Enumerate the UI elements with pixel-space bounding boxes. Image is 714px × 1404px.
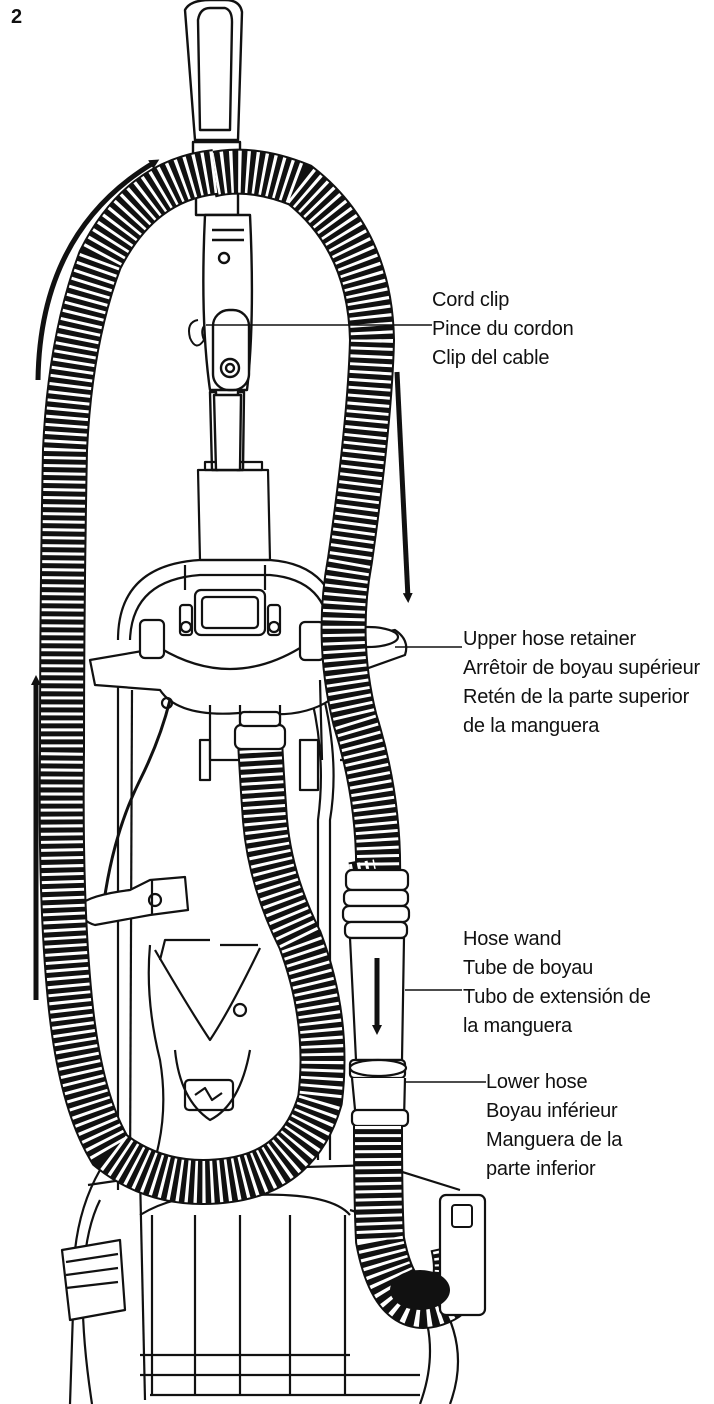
upper-hose-retainer-label: Upper hose retainer Arrêtoir de boyau su… — [463, 625, 700, 741]
lower-hose-label: Lower hose Boyau inférieur Manguera de l… — [486, 1068, 622, 1184]
upper-hose-retainer-en: Upper hose retainer — [463, 628, 636, 650]
lower-hose-en: Lower hose — [486, 1071, 588, 1093]
lower-hose-es-1: Manguera de la — [486, 1129, 623, 1151]
upper-hose-retainer-es-2: de la manguera — [463, 715, 600, 737]
hose — [38, 148, 402, 1205]
lower-hose-es-2: parte inferior — [486, 1158, 596, 1180]
motion-arrows — [31, 159, 413, 1035]
leader-lines — [206, 324, 486, 1083]
cord-clip-en: Cord clip — [432, 289, 510, 311]
hose-wand-es-1: Tubo de extensión de — [463, 986, 651, 1008]
hose-wand-en: Hose wand — [463, 928, 562, 950]
upper-hose-retainer-es-1: Retén de la parte superior — [463, 686, 690, 708]
cord-clip-fr: Pince du cordon — [432, 318, 574, 340]
arrow-down-right — [394, 371, 413, 603]
step-number: 2 — [11, 6, 23, 28]
cord-clip-es: Clip del cable — [432, 347, 550, 369]
hose-wand-label: Hose wand Tube de boyau Tubo de extensió… — [463, 925, 651, 1041]
hose-wand-fr: Tube de boyau — [463, 957, 594, 979]
lower-hose-fr: Boyau inférieur — [486, 1100, 618, 1122]
upper-hose-retainer-fr: Arrêtoir de boyau supérieur — [463, 657, 700, 679]
arrow-curved-up — [35, 159, 160, 381]
cord-clip-label: Cord clip Pince du cordon Clip del cable — [432, 286, 574, 373]
lower-hose — [353, 1125, 487, 1329]
hose-wand-es-2: la manguera — [463, 1015, 572, 1037]
handle — [183, 0, 254, 472]
